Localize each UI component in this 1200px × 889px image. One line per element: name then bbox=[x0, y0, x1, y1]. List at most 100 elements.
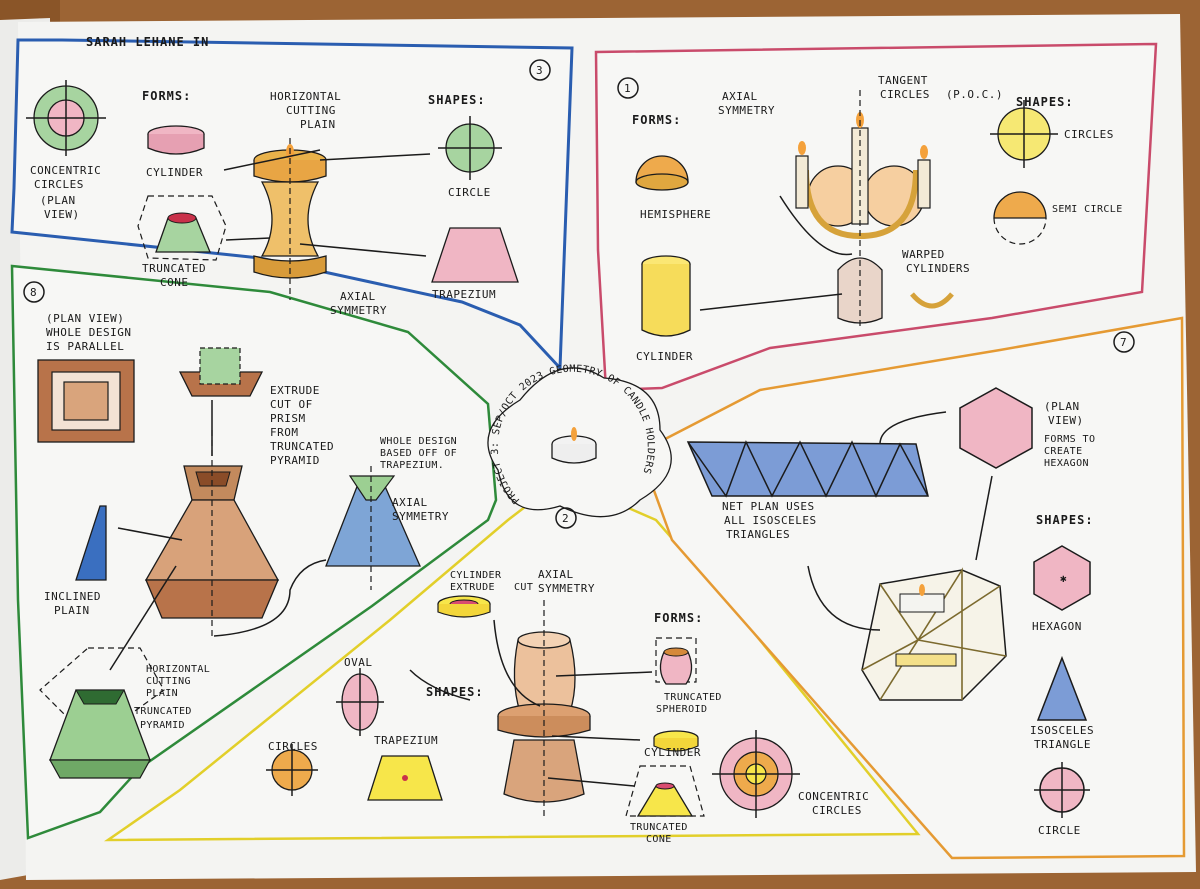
axial-label-1: AXIAL bbox=[722, 90, 758, 103]
cylinder-label: CYLINDER bbox=[644, 746, 701, 759]
plan-hexagon bbox=[959, 387, 1033, 469]
axial-label-1: AXIAL bbox=[340, 290, 376, 303]
flame-left bbox=[798, 141, 806, 155]
panel-8-number: 8 bbox=[30, 286, 37, 299]
inclined-label-2: PLAIN bbox=[54, 604, 90, 617]
arrow-hemisphere bbox=[779, 195, 853, 256]
panel-7-shapes-title: SHAPES: bbox=[1036, 513, 1094, 527]
inclined-label-1: INCLINED bbox=[44, 590, 101, 603]
candle-left bbox=[795, 155, 809, 209]
warped-cylinder-form bbox=[910, 292, 954, 309]
horizontal-label-1: HORIZONTAL bbox=[146, 664, 210, 675]
author-name: SARAH LEHANE IN bbox=[86, 35, 209, 49]
panel-2-number-circle bbox=[555, 507, 577, 529]
plan-label-3: FORMS TO bbox=[1044, 434, 1095, 445]
concentric-label-2: CIRCLES bbox=[34, 178, 84, 191]
panel-2-forms-title: FORMS: bbox=[654, 611, 703, 625]
panel-1-number-circle bbox=[617, 77, 639, 99]
tangent-label-1: TANGENT bbox=[878, 74, 928, 87]
arrow-shapes bbox=[409, 669, 471, 701]
panel-3-number: 3 bbox=[536, 64, 543, 77]
shape-semicircle bbox=[993, 191, 1047, 219]
trunc-spheroid-label-2: SPHEROID bbox=[656, 704, 707, 715]
arrow-cylinder bbox=[223, 149, 321, 171]
trapezium-label: TRAPEZIUM bbox=[374, 734, 438, 747]
truncated-pyramid-base bbox=[48, 759, 152, 779]
horizontal-label-2: CUTTING bbox=[146, 676, 191, 687]
concentric-label-1: CONCENTRIC bbox=[798, 790, 869, 803]
panel-8-number-circle bbox=[23, 281, 45, 303]
truncated-cone-label-1: TRUNCATED bbox=[142, 262, 206, 275]
plan-label-1: (PLAN VIEW) bbox=[46, 312, 124, 325]
arrow-cone bbox=[547, 777, 635, 787]
truncated-spheroid-form bbox=[659, 651, 693, 685]
truncated-cone-bbox bbox=[137, 195, 227, 261]
panel-8-content: 8 (PLAN VIEW) WHOLE DESIGN IS PARALLEL E… bbox=[23, 281, 457, 779]
panel-7-content: 7 (PLAN VIEW) FORMS TO CREATE HEXAGON NE… bbox=[686, 331, 1135, 837]
net-strip bbox=[686, 441, 929, 497]
trunc-cone-label-2: CONE bbox=[646, 834, 672, 845]
inclined-plain-shape bbox=[75, 505, 107, 581]
trunc-cone-top bbox=[655, 782, 675, 790]
axial-label-2: SYMMETRY bbox=[330, 304, 387, 317]
extrude-label-3: PRISM bbox=[270, 412, 306, 425]
trapezium-top bbox=[348, 475, 396, 501]
panel-3-content: 3 CONCENTRIC CIRCLES (PLAN VIEW) FORMS: … bbox=[26, 59, 551, 317]
tealight-candle bbox=[551, 444, 597, 464]
panel-2-number: 2 bbox=[562, 512, 569, 525]
spheroid-top bbox=[663, 647, 689, 657]
net-label-3: TRIANGLES bbox=[726, 528, 790, 541]
warped-label-2: CYLINDERS bbox=[906, 262, 970, 275]
pyramid-base bbox=[145, 579, 279, 619]
lantern-band bbox=[895, 653, 957, 667]
semicircle-dashed bbox=[993, 217, 1047, 245]
arrow-trapezium bbox=[213, 559, 327, 637]
extrude-label-6: PYRAMID bbox=[270, 454, 320, 467]
extrude-label-5: TRUNCATED bbox=[270, 440, 334, 453]
truncated-cone-top bbox=[167, 212, 197, 224]
cylinder-side bbox=[653, 738, 699, 752]
tangent-label-3: (P.O.C.) bbox=[946, 88, 1003, 101]
extrude-label-4: FROM bbox=[270, 426, 299, 439]
isosceles-label-2: TRIANGLE bbox=[1034, 738, 1091, 751]
flame-right bbox=[920, 145, 928, 159]
panel-2-content: 2 CYLINDER EXTRUDE CUT AXIAL SYMMETRY FO… bbox=[266, 507, 869, 845]
arrow-net bbox=[807, 565, 881, 631]
arrow-plan bbox=[975, 475, 993, 561]
oval-label: OVAL bbox=[344, 656, 373, 669]
panel-7-number: 7 bbox=[1120, 336, 1127, 349]
cyl-extrude-label-2: EXTRUDE bbox=[450, 582, 495, 593]
concentric-label-1: CONCENTRIC bbox=[30, 164, 101, 177]
arrow-extrude bbox=[493, 619, 541, 707]
extrude-label-2: CUT OF bbox=[270, 398, 313, 411]
circles-label: CIRCLES bbox=[268, 740, 318, 753]
plan-label-1: (PLAN bbox=[1044, 400, 1080, 413]
lantern-flame bbox=[919, 584, 925, 596]
panel-3-number-circle bbox=[529, 59, 551, 81]
shape-hexagon bbox=[1033, 545, 1091, 611]
axial-label-2: SYMMETRY bbox=[392, 510, 449, 523]
tangent-label-2: CIRCLES bbox=[880, 88, 930, 101]
shape-isosceles bbox=[1036, 655, 1088, 721]
plan-label-5: HEXAGON bbox=[1044, 458, 1089, 469]
horizontal-label-3: PLAIN bbox=[146, 688, 178, 699]
arrow-circle bbox=[319, 153, 431, 161]
arrow-net-plan bbox=[879, 411, 947, 445]
hexagon-label: HEXAGON bbox=[1032, 620, 1082, 633]
pyramid-cavity bbox=[195, 471, 231, 487]
plan-view-label-1: (PLAN bbox=[40, 194, 76, 207]
trapezium-center bbox=[402, 775, 408, 781]
panel-1-forms-title: FORMS: bbox=[632, 113, 681, 127]
panel-7-number-circle bbox=[1113, 331, 1135, 353]
plan-label-2: VIEW) bbox=[1048, 414, 1084, 427]
warped-label-1: WARPED bbox=[902, 248, 945, 261]
trunc-pyramid-label-1: TRUNCATED bbox=[134, 706, 192, 717]
disc-side bbox=[497, 716, 591, 738]
hourglass-base bbox=[253, 255, 327, 279]
cylinder-label: CYLINDER bbox=[146, 166, 203, 179]
cutting-plain-label-2: CUTTING bbox=[286, 104, 336, 117]
hexagon-center-mark: ✱ bbox=[1060, 572, 1067, 585]
tealight-flame bbox=[571, 427, 577, 441]
plan-view-label-2: VIEW) bbox=[44, 208, 80, 221]
panel-2-shapes-title: SHAPES: bbox=[426, 685, 484, 699]
